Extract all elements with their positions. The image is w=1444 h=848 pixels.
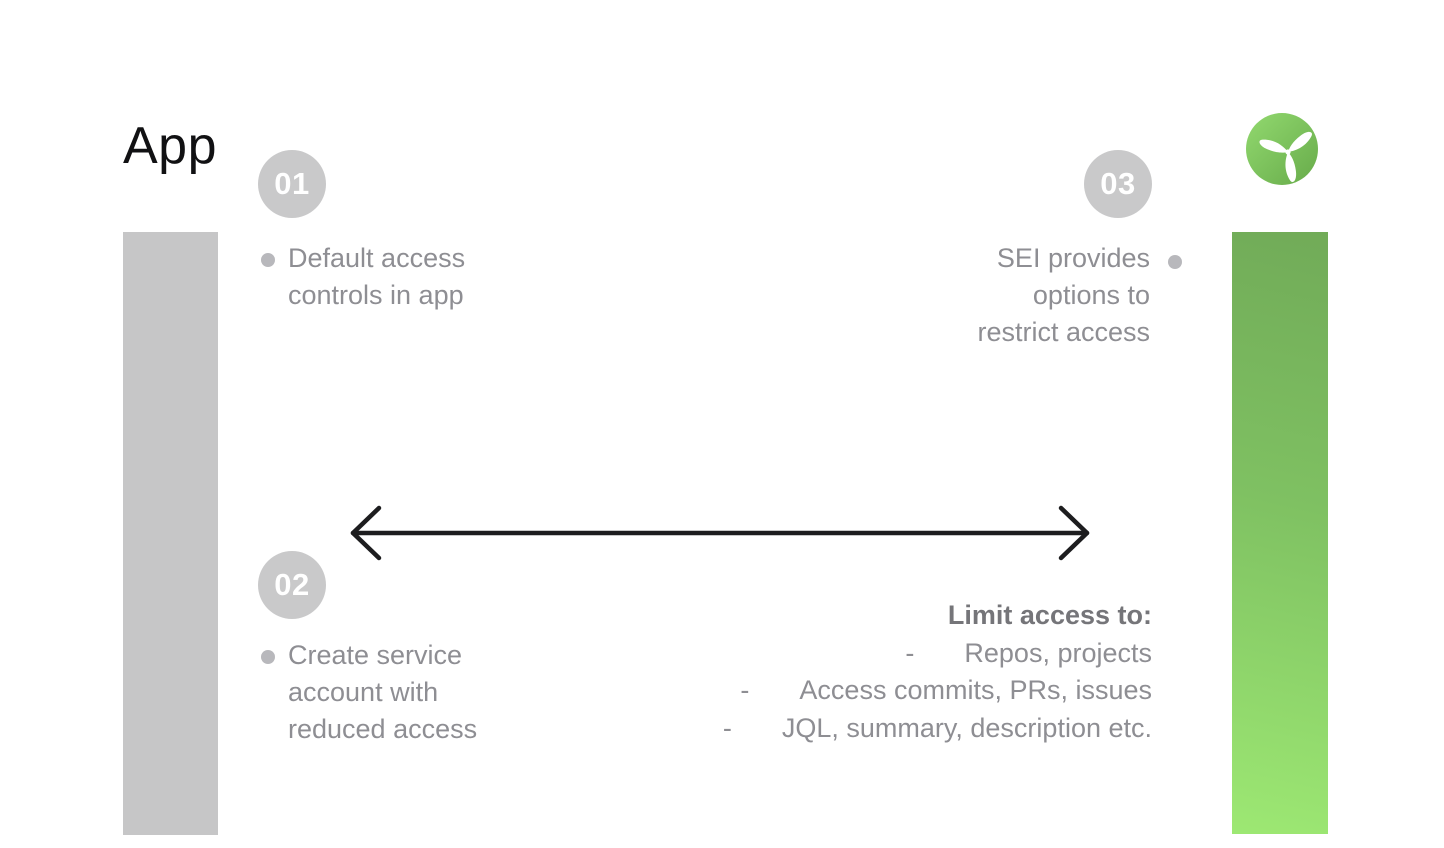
limit-access-heading: Limit access to: [947, 600, 1152, 630]
step-circle-03: 03 [1084, 150, 1152, 218]
sei-column-bar [1232, 232, 1328, 834]
dash-marker: - [740, 675, 750, 705]
app-column-bar [123, 232, 218, 835]
step2-line1: Create service [288, 640, 463, 670]
step1-text: Default access controls in app [288, 240, 465, 314]
bullet-icon-step2 [261, 650, 275, 664]
limit-item-3-text: JQL, summary, description etc. [781, 712, 1152, 743]
step-number-01: 01 [274, 166, 310, 201]
bullet-icon-step3 [1168, 255, 1182, 269]
limit-item-1: - Repos, projects [905, 635, 1152, 673]
step3-text: SEI provides options to restrict access [977, 240, 1150, 351]
step-number-03: 03 [1100, 166, 1136, 201]
step2-text: Create service account with reduced acce… [288, 637, 477, 748]
page-title: App [123, 117, 218, 175]
limit-item-2-text: Access commits, PRs, issues [799, 675, 1152, 705]
step3-line1: SEI provides [996, 243, 1150, 273]
step3-line3: restrict access [977, 317, 1150, 347]
limit-item-2: - Access commits, PRs, issues [740, 672, 1152, 710]
step2-line3: reduced access [288, 714, 478, 744]
step2-line2: account with [288, 677, 439, 707]
step-number-02: 02 [274, 567, 310, 602]
propeller-icon [1246, 113, 1318, 185]
bullet-icon-step1 [261, 253, 275, 267]
step-circle-01: 01 [258, 150, 326, 218]
step1-line2: controls in app [288, 280, 464, 310]
step3-line2: options to [1032, 280, 1150, 310]
step-circle-02: 02 [258, 551, 326, 619]
limit-item-3: - JQL, summary, description etc. [723, 710, 1152, 748]
double-headed-arrow-icon [340, 497, 1100, 569]
limit-access-block: Limit access to: - Repos, projects - Acc… [723, 597, 1152, 747]
dash-marker: - [905, 637, 915, 668]
dash-marker: - [722, 712, 732, 743]
limit-item-1-text: Repos, projects [964, 637, 1152, 668]
step1-line1: Default access [288, 243, 466, 273]
